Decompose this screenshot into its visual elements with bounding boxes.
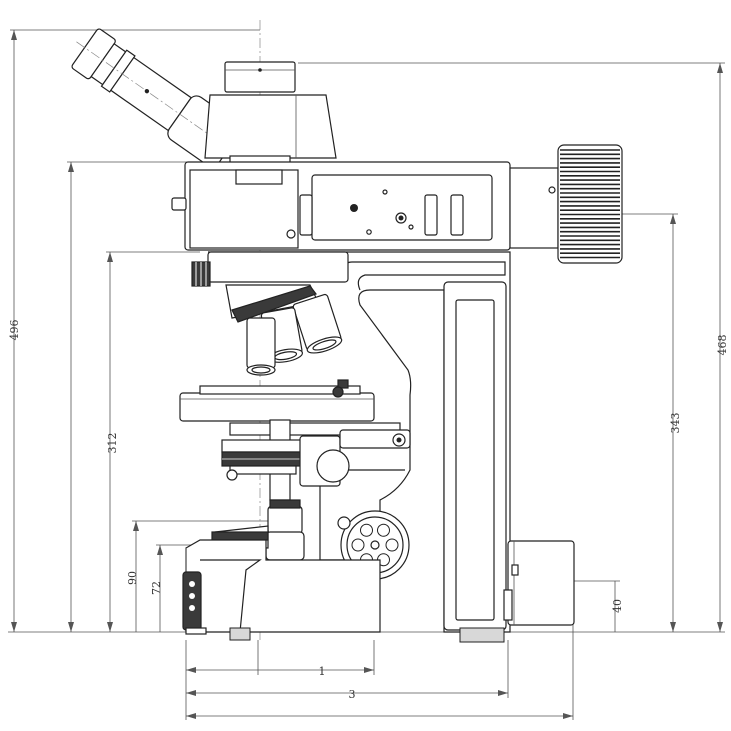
dim-width-upper: 1 — [319, 665, 326, 678]
microscope-base — [182, 539, 381, 641]
microscope-stand — [208, 251, 511, 643]
nosepiece — [191, 251, 349, 323]
trinocular-head — [204, 61, 337, 165]
turret-hole — [360, 523, 373, 537]
dim-height-total: 496 — [8, 320, 21, 341]
dim-height-stage-bracket: 312 — [106, 433, 119, 454]
dim-height-base-lamp: 40 — [611, 599, 624, 613]
turret-hole — [351, 538, 365, 552]
objective-lens-3 — [246, 317, 276, 376]
upper-arm-illuminator — [171, 161, 559, 251]
dimension-lines-bottom — [185, 600, 574, 720]
lamp-screw-icon — [548, 186, 556, 194]
dim-height-lamp-center: 343 — [669, 413, 682, 434]
dim-height-lamp-axis: 468 — [716, 335, 729, 356]
dim-height-focus-lower: 72 — [150, 581, 163, 595]
dim-width-total: 3 — [349, 688, 356, 701]
dim-height-focus-upper: 90 — [126, 571, 139, 585]
objective-lens-1 — [292, 293, 343, 354]
lower-lamp-box — [503, 540, 575, 626]
condenser — [221, 386, 411, 487]
lamp-housing — [557, 144, 623, 264]
turret-hole — [377, 523, 390, 537]
turret-hole — [385, 538, 399, 552]
dimension-lines-left — [8, 29, 725, 633]
